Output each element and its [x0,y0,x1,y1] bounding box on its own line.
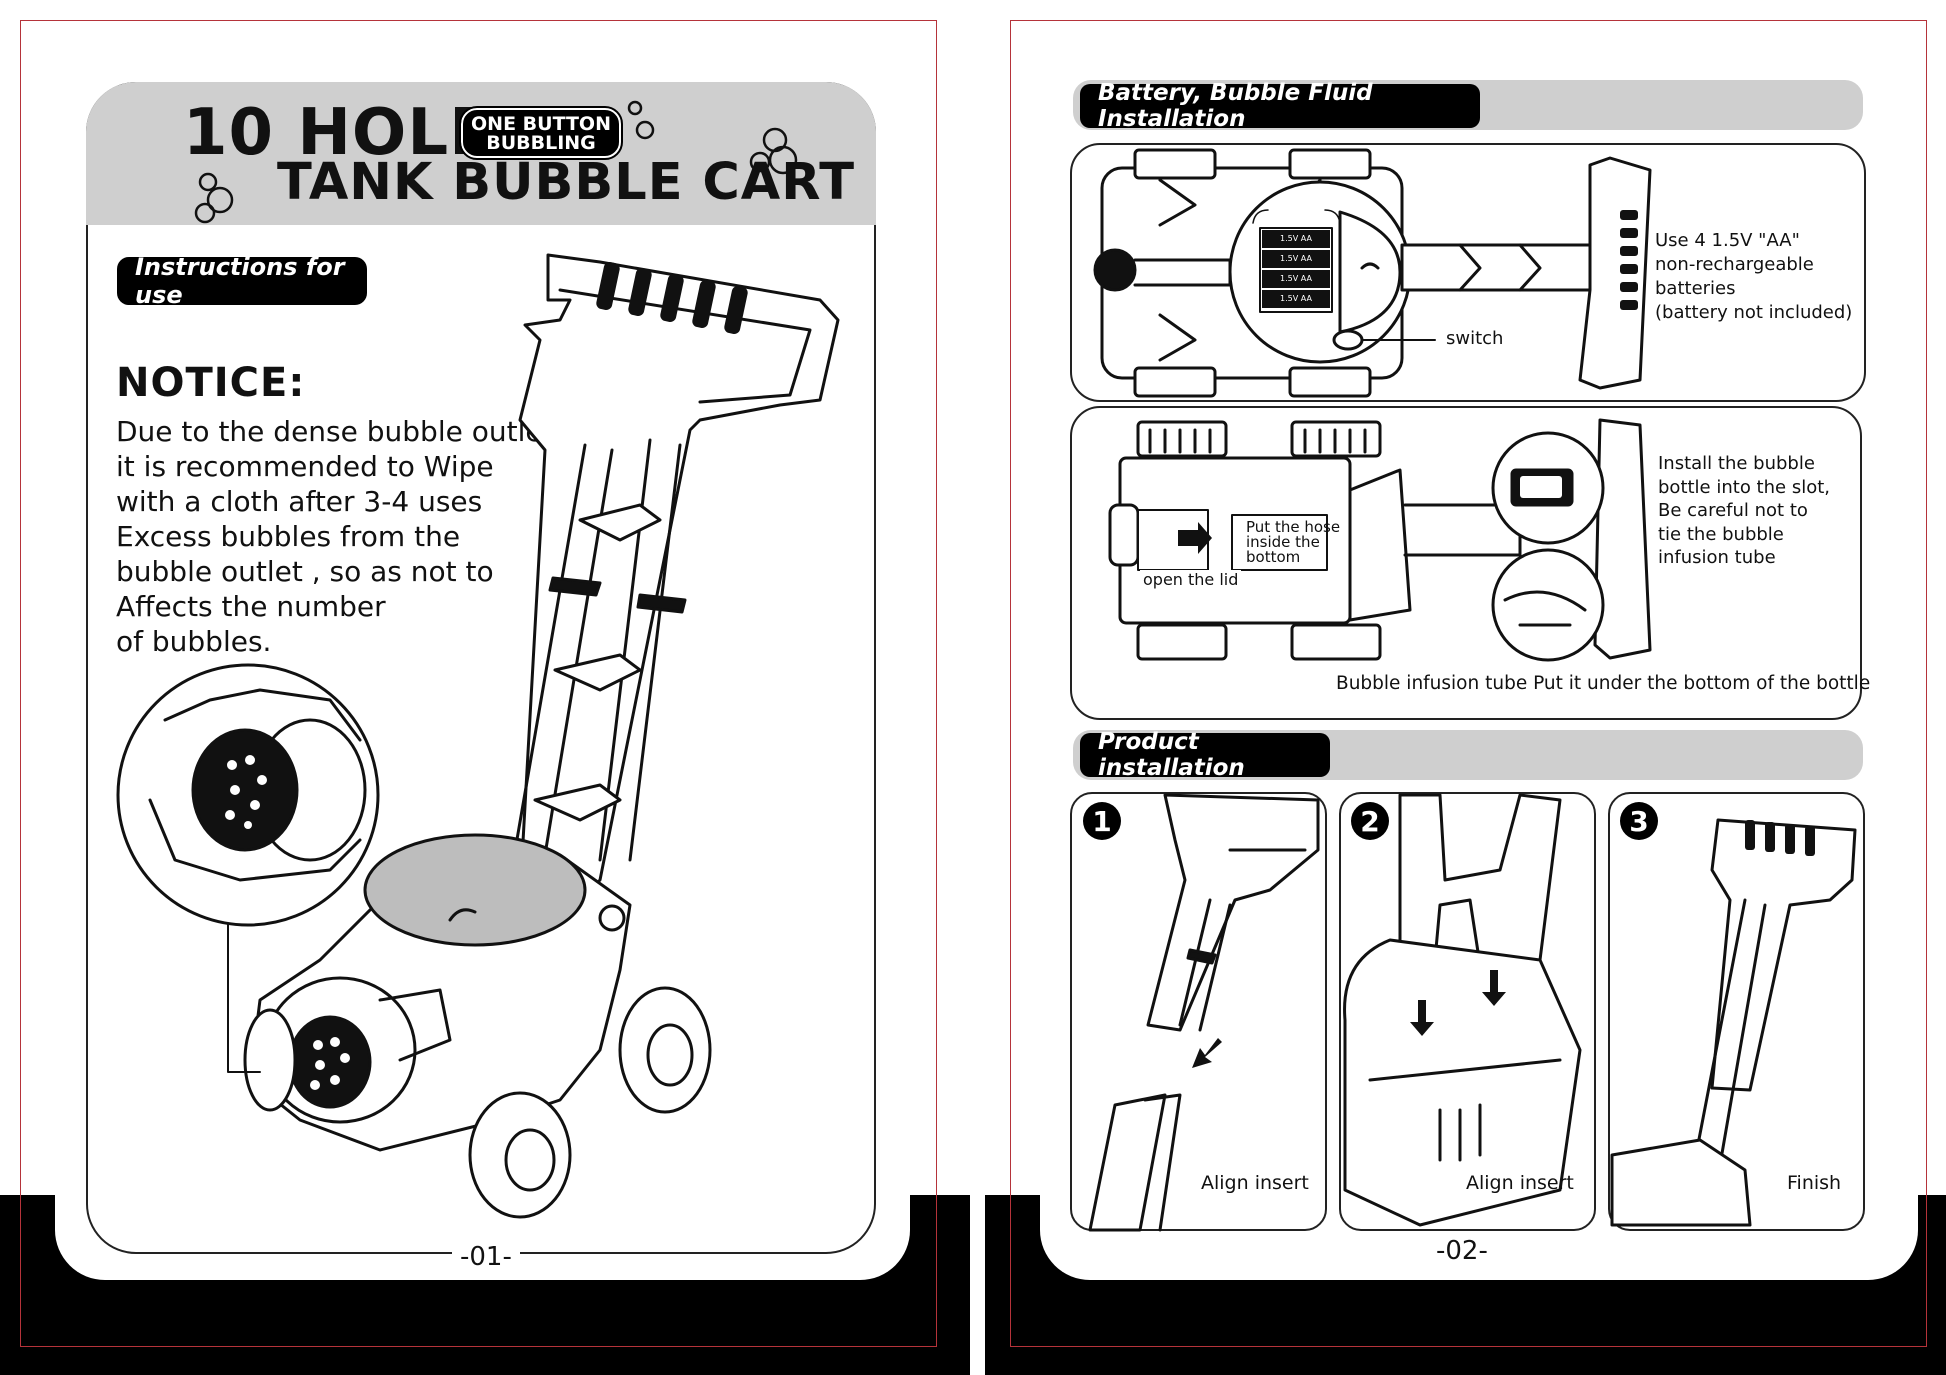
instructions-label: Instructions for use [117,253,367,309]
bottle-line: bottle into the slot, [1658,476,1830,498]
notice-heading: NOTICE: [116,360,306,406]
notice-line: bubble outlet , so as not to [116,555,494,588]
hose-label: Put the hose inside the bottom [1246,520,1340,565]
outlet-zoom-illustration [116,663,380,1073]
product-installation-label: Product installation [1080,729,1330,781]
hose-line: bottom [1246,548,1301,566]
battery-line: (battery not included) [1655,302,1853,323]
infusion-caption: Bubble infusion tube Put it under the bo… [1336,673,1871,694]
battery-cell: 1.5V AA [1262,290,1330,308]
bubble-cart-illustration [243,253,840,1219]
switch-label: switch [1446,328,1504,349]
battery-line: batteries [1655,278,1736,299]
title-line-2: TANK BUBBLE CART [277,153,856,212]
step-2-number: 2 [1351,802,1389,840]
notice-line: Due to the dense bubble outlet, [116,415,563,448]
notice-line: with a cloth after 3-4 uses [116,485,483,518]
one-button-badge: ONE BUTTON BUBBLING [459,106,623,160]
notice-text: Due to the dense bubble outlet, it is re… [116,414,562,659]
battery-cell: 1.5V AA [1262,230,1330,248]
notice-line: it is recommended to Wipe [116,450,494,483]
bubble-decor-icon [194,100,798,224]
page1-red-frame [20,20,937,1347]
battery-text: Use 4 1.5V "AA" non-rechargeable batteri… [1655,229,1852,325]
page2-red-frame [1010,20,1927,1347]
step-2-illustration [1343,793,1582,1227]
notice-line: of bubbles. [116,625,272,658]
page1-number: -01- [452,1242,520,1272]
bottle-line: tie the bubble [1658,523,1784,545]
step-3-illustration [1610,818,1857,1227]
title-line-1: 10 HOLE [183,96,494,170]
battery-cell: 1.5V AA [1262,270,1330,288]
bottle-line: Be careful not to [1658,500,1808,521]
step-1-caption: Align insert [1201,1172,1309,1194]
bottle-line: Install the bubble [1658,453,1815,474]
battery-stack: 1.5V AA 1.5V AA 1.5V AA 1.5V AA [1262,230,1330,310]
bottle-line: infusion tube [1658,547,1776,568]
battery-fluid-label: Battery, Bubble Fluid Installation [1080,80,1480,132]
bottle-text: Install the bubble bottle into the slot,… [1658,452,1830,570]
step-2-caption: Align insert [1466,1172,1574,1194]
step-1-illustration [1088,793,1320,1232]
hose-line: Put the hose [1246,518,1341,536]
step-3-caption: Finish [1787,1172,1842,1194]
battery-cell: 1.5V AA [1262,250,1330,268]
step-3-number: 3 [1620,802,1658,840]
battery-line: non-rechargeable [1655,254,1814,275]
open-lid-label: open the lid [1140,570,1242,589]
badge-line-2: BUBBLING [486,132,596,154]
hose-line: inside the [1246,533,1320,551]
page2-number: -02- [1436,1236,1488,1266]
battery-line: Use 4 1.5V "AA" [1655,230,1800,251]
battery-illustration [1093,148,1652,398]
badge-line-1: ONE BUTTON [471,113,611,135]
notice-line: Affects the number [116,590,386,623]
step-1-number: 1 [1083,802,1121,840]
notice-line: Excess bubbles from the [116,520,461,553]
